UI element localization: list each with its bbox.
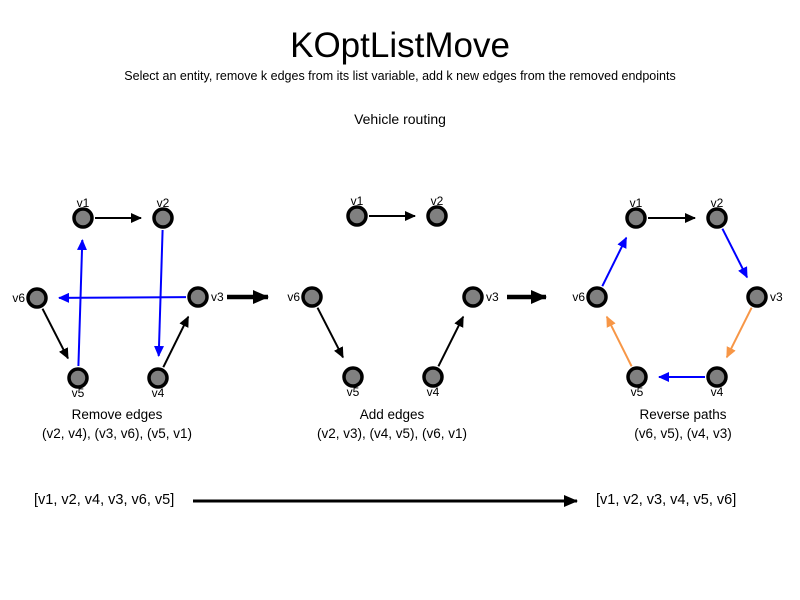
scenario-label: Vehicle routing [354, 111, 446, 127]
reversed-edge-v5-v6 [605, 315, 633, 367]
graph-add-edges: v1 v2 v3 v4 v5 v6 [287, 194, 499, 399]
reversed-edge-v3-v4 [725, 307, 753, 359]
node-v2 [706, 207, 728, 229]
node-label-v2: v2 [431, 194, 444, 208]
node-label-v3: v3 [486, 290, 499, 304]
list-variable-after: [v1, v2, v3, v4, v5, v6] [596, 492, 737, 508]
node-v3 [462, 286, 484, 308]
node-label-v6: v6 [287, 290, 300, 304]
added-edge-v6-v1 [601, 236, 628, 287]
removed-edge-v2-v4 [154, 229, 165, 357]
caption-title: Remove edges [71, 407, 163, 422]
node-v1 [72, 207, 94, 229]
list-variable-before: [v1, v2, v4, v3, v6, v5] [34, 492, 175, 508]
added-edge-v2-v3 [721, 228, 748, 279]
node-label-v5: v5 [347, 385, 360, 399]
node-v1 [625, 207, 647, 229]
caption-edge-list: (v2, v4), (v3, v6), (v5, v1) [41, 426, 193, 441]
page-subtitle: Select an entity, remove k edges from it… [124, 69, 676, 83]
node-v5 [67, 367, 89, 389]
caption-edge-list: (v2, v3), (v4, v5), (v6, v1) [316, 426, 468, 441]
removed-edge-v3-v6 [58, 292, 187, 303]
node-label-v6: v6 [572, 290, 585, 304]
node-label-v4: v4 [152, 386, 165, 400]
node-label-v1: v1 [77, 196, 90, 210]
caption-remove-edges: Remove edges (v2, v4), (v3, v6), (v5, v1… [7, 405, 227, 443]
caption-title: Add edges [359, 407, 425, 422]
node-label-v5: v5 [72, 386, 85, 400]
caption-title: Reverse paths [639, 407, 727, 422]
node-v4 [706, 366, 728, 388]
caption-add-edges: Add edges (v2, v3), (v4, v5), (v6, v1) [282, 405, 502, 443]
node-label-v4: v4 [427, 385, 440, 399]
node-v1 [346, 205, 368, 227]
page-title: KOptListMove [290, 26, 510, 65]
node-v4 [422, 366, 444, 388]
removed-edge-v5-v1 [76, 239, 87, 367]
node-v6 [301, 286, 323, 308]
node-v6 [26, 287, 48, 309]
node-label-v4: v4 [711, 385, 724, 399]
node-label-v1: v1 [351, 194, 364, 208]
graph-remove-edges: v1 v2 v3 v4 v5 v6 [12, 196, 224, 400]
node-v2 [426, 205, 448, 227]
edge-v4-v3 [437, 315, 465, 367]
caption-edge-list: (v6, v5), (v4, v3) [634, 426, 732, 441]
edge-v6-v5 [41, 308, 69, 360]
node-v3 [746, 286, 768, 308]
node-v5 [626, 366, 648, 388]
node-label-v6: v6 [12, 291, 25, 305]
edge-v4-v3 [162, 315, 190, 368]
graph-reverse-paths: v1 v2 v3 v4 v5 v6 [572, 196, 783, 399]
node-v4 [147, 367, 169, 389]
node-v3 [187, 286, 209, 308]
node-v5 [342, 366, 364, 388]
node-label-v5: v5 [631, 385, 644, 399]
node-label-v3: v3 [211, 290, 224, 304]
node-label-v3: v3 [770, 290, 783, 304]
node-label-v2: v2 [711, 196, 724, 210]
edge-v6-v5 [316, 307, 344, 359]
node-label-v2: v2 [157, 196, 170, 210]
node-label-v1: v1 [630, 196, 643, 210]
node-v6 [586, 286, 608, 308]
node-v2 [152, 207, 174, 229]
caption-reverse-paths: Reverse paths (v6, v5), (v4, v3) [573, 405, 793, 443]
